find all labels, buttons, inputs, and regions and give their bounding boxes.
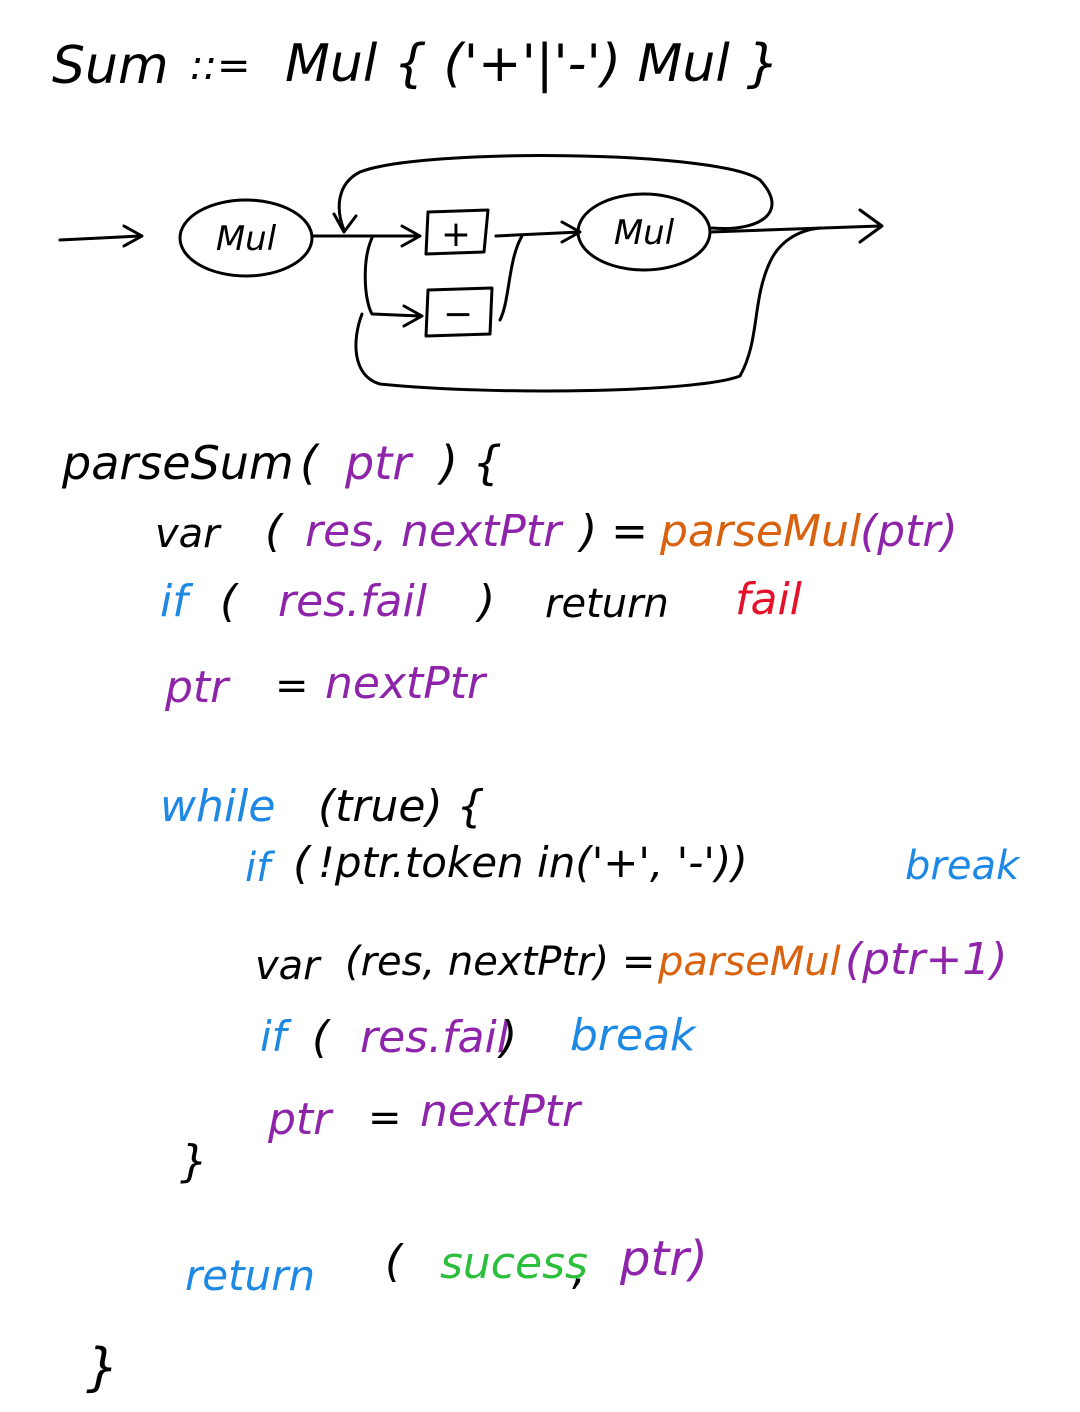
assign-ptr-2: ptr [268, 1094, 332, 1145]
if-open-3: ( [312, 1012, 330, 1063]
minus-box [424, 286, 494, 338]
edge-to-plus [310, 224, 422, 248]
return-ptr: ptr) [620, 1231, 708, 1287]
fn-arg: ptr [345, 436, 412, 490]
break-keyword-2: break [570, 1010, 696, 1061]
exit-arrow [708, 208, 884, 244]
entry-arrow [58, 224, 144, 248]
fn-close-brace: } [86, 1338, 120, 1398]
assign-next-ptr-2: nextPtr [420, 1086, 581, 1137]
mul-node-1-label: Mul [216, 219, 277, 259]
return-fail: fail [735, 574, 802, 625]
grammar-rhs: Mul { ('+'|'-') Mul } [285, 34, 780, 94]
var-names-2: (res, nextPtr) = [345, 939, 656, 985]
loop-back-edge [332, 154, 774, 234]
call-args-2: (ptr+1) [845, 934, 1008, 985]
var-keyword-2: var [255, 943, 320, 989]
if-open-1: ( [220, 576, 238, 627]
call-args-1: (ptr) [860, 506, 958, 557]
break-keyword-1: break [905, 843, 1020, 889]
var-keyword-1: var [155, 511, 220, 557]
assign-eq-2: = [368, 1095, 402, 1141]
return-keyword-2: return [185, 1251, 316, 1300]
var-names-1: res, nextPtr [305, 506, 562, 557]
mul-node-1 [178, 198, 314, 278]
if-cond-3: res.fail [360, 1012, 509, 1063]
plus-label: + [441, 214, 471, 255]
edge-minus-up [498, 234, 524, 322]
if-cond-1: res.fail [278, 576, 427, 627]
grammar-op: ::= [190, 43, 251, 89]
assign-next-ptr-1: nextPtr [325, 658, 486, 709]
return-open: ( [385, 1236, 403, 1287]
var-open-1: ( [265, 506, 283, 557]
return-success: sucess [440, 1238, 588, 1289]
bypass-edge [354, 226, 822, 393]
while-keyword: while [160, 781, 276, 832]
assign-ptr-1: ptr [165, 662, 229, 713]
if-keyword-1: if [160, 576, 188, 627]
edge-to-minus [363, 236, 424, 328]
call-parse-mul-1: parseMul [660, 506, 862, 557]
return-keyword-1: return [545, 581, 669, 627]
fn-name: parseSum [62, 436, 294, 490]
while-close-brace: } [180, 1136, 208, 1187]
return-comma: , [572, 1244, 586, 1295]
assign-eq-1: = [275, 663, 309, 709]
var-eq-1: ) = [580, 506, 649, 557]
minus-label: − [443, 294, 473, 335]
if-close-1: ) [478, 576, 496, 627]
grammar-lhs: Sum [52, 36, 169, 96]
plus-box [424, 208, 490, 256]
fn-open-paren: ( [300, 436, 318, 490]
while-cond: (true) { [318, 781, 485, 832]
fn-close: ) { [440, 436, 502, 490]
call-parse-mul-2: parseMul [658, 939, 841, 985]
if-cond-2: !ptr.token in('+', '-')) [318, 838, 748, 887]
if-keyword-2: if [245, 845, 271, 891]
syntax-diagram: Mul + − Mul [58, 154, 884, 393]
mul-node-2-label: Mul [614, 213, 675, 253]
edge-plus-to-mul [494, 220, 582, 244]
if-open-2: ( [293, 838, 311, 889]
if-keyword-3: if [260, 1012, 287, 1061]
if-close-3: ) [500, 1012, 518, 1063]
